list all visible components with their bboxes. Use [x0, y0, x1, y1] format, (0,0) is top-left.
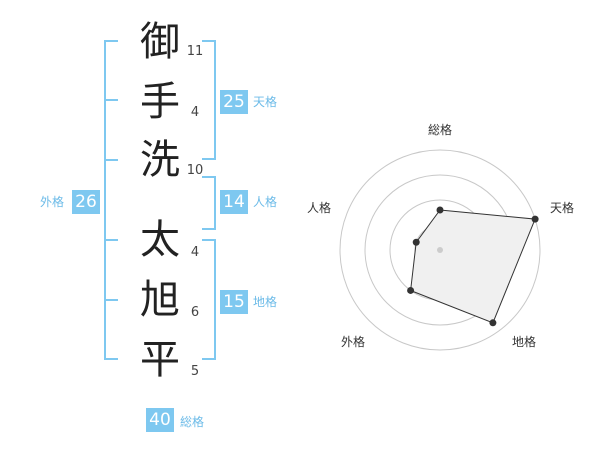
radar-point [412, 238, 420, 246]
name-char-6: 平 [140, 337, 180, 383]
axis-label-chikaku: 地格 [512, 334, 536, 349]
outer-bracket-top [104, 40, 118, 42]
axis-label-soukaku: 総格 [428, 122, 452, 137]
stroke-count-2: 4 [190, 105, 200, 120]
axis-label-tenkaku: 天格 [550, 200, 574, 215]
jinkaku-value-badge: 14 [220, 190, 248, 214]
tenkaku-bracket-bottom [202, 158, 216, 160]
jinkaku-bracket-vertical [214, 176, 216, 230]
outer-bracket-tick [104, 299, 118, 301]
chikaku-bracket-bottom [202, 358, 216, 360]
outer-bracket-vertical [104, 40, 106, 360]
radar-point [436, 206, 444, 214]
radar-point [531, 215, 539, 223]
outer-bracket-tick [104, 99, 118, 101]
tenkaku-bracket-top [202, 40, 216, 42]
axis-label-gaikaku: 外格 [341, 334, 365, 349]
chikaku-value-badge: 15 [220, 290, 248, 314]
name-char-5: 旭 [140, 277, 180, 323]
tenkaku-label: 天格 [253, 95, 278, 109]
gaikaku-label: 外格 [40, 195, 65, 209]
name-char-4: 太 [140, 217, 180, 263]
stroke-count-4: 4 [190, 245, 200, 260]
name-char-1: 御 [140, 19, 180, 65]
outer-bracket-tick [104, 239, 118, 241]
jinkaku-bracket-bottom [202, 228, 216, 230]
stroke-count-6: 5 [190, 364, 200, 379]
outer-bracket-bottom [104, 358, 118, 360]
tenkaku-value-badge: 25 [220, 90, 248, 114]
radar-point [407, 286, 415, 294]
stroke-count-5: 6 [190, 305, 200, 320]
stroke-count-3: 10 [186, 163, 204, 178]
radar-points [407, 206, 539, 327]
radar-center-dot [437, 247, 443, 253]
jinkaku-bracket-top [202, 176, 216, 178]
soukaku-value-badge: 40 [146, 408, 174, 432]
chikaku-label: 地格 [253, 295, 278, 309]
stroke-count-1: 11 [186, 44, 204, 59]
axis-label-jinkaku: 人格 [307, 200, 331, 215]
name-char-3: 洗 [140, 137, 180, 183]
chikaku-bracket-top [202, 239, 216, 241]
outer-bracket-tick [104, 159, 118, 161]
radar-area [410, 209, 536, 324]
gaikaku-value-badge: 26 [72, 190, 100, 214]
name-char-2: 手 [140, 79, 180, 125]
jinkaku-label: 人格 [253, 195, 278, 209]
radar-point [489, 319, 497, 327]
radar-ring [339, 149, 541, 351]
chikaku-bracket-vertical [214, 239, 216, 360]
tenkaku-bracket-vertical [214, 40, 216, 160]
soukaku-label: 総格 [180, 415, 205, 429]
